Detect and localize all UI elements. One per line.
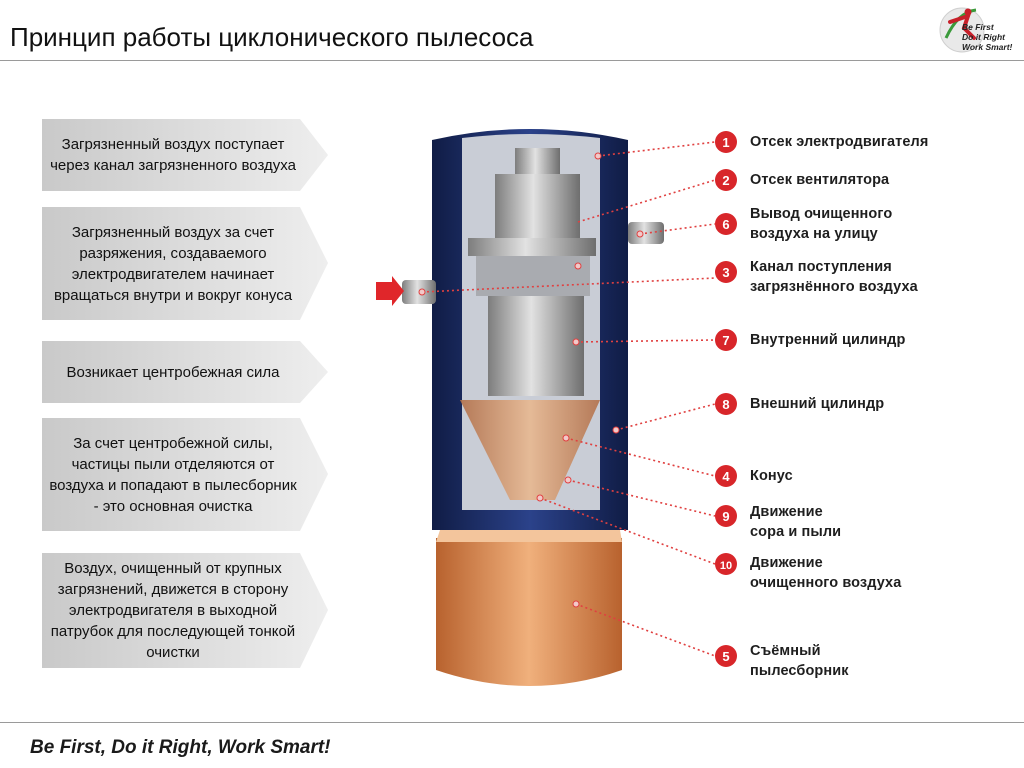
part-label-4: Конус [750,468,793,484]
step-text: Загрязненный воздух за счет разряжения, … [53,223,293,304]
company-logo [939,7,985,53]
leader-lines [421,141,716,657]
step-box-4: За счет центробежной силы, частицы пыли … [42,418,330,531]
cone [460,400,600,500]
step-text: Загрязненный воздух поступает через кана… [50,136,296,174]
step-box-3: Возникает центробежная сила [42,341,330,403]
badge-number: 1 [722,135,729,150]
badge-number: 4 [722,469,730,484]
step-arrow-shape [42,207,328,320]
leader-dots [418,152,644,608]
badge-number: 3 [722,265,729,280]
badge-number: 2 [722,173,729,188]
part-label-7: Внутренний цилиндр [750,332,906,348]
step-box-5: Воздух, очищенный от крупных загрязнений… [42,553,330,668]
logo-text: Be First Do it Right Work Smart! [962,22,1013,52]
badge-number: 9 [722,509,729,524]
fan-section [476,256,590,296]
step-arrow-shape [42,553,328,668]
part-label-1: Отсек электродвигателя [750,134,929,150]
inlet-arrow-icon [376,276,404,306]
footer-slogan: Be First, Do it Right, Work Smart! [30,737,331,758]
step-arrow-shape [42,119,328,191]
badge-number: 10 [720,560,732,572]
footer-divider [0,722,1024,723]
step-text: Возникает центробежная сила [66,363,280,381]
part-label-2: Отсек вентилятора [750,172,890,188]
badge-number: 6 [722,217,729,232]
step-text: Воздух, очищенный от крупных загрязнений… [50,560,296,661]
dust-bin [436,538,622,686]
page-title: Принцип работы циклонического пылесоса [10,22,534,52]
badge-numbers: 1 2 6 3 7 8 4 9 10 5 [720,135,732,664]
motor-housing [495,174,580,240]
number-badges [715,131,737,667]
header-divider [0,60,1024,61]
motor-top [515,148,560,174]
step-arrow-shape [42,418,328,531]
vacuum-cutaway-illustration: 1 2 6 3 7 8 4 9 10 5 [376,129,737,686]
step-box-1: Загрязненный воздух поступает через кана… [42,119,330,191]
badge-number: 8 [722,397,729,412]
part-label-8: Внешний цилиндр [750,396,885,412]
step-box-2: Загрязненный воздух за счет разряжения, … [42,207,330,320]
fan-plate [468,238,596,256]
inner-cylinder [488,296,584,396]
badge-number: 5 [722,649,729,664]
step-text: За счет центробежной силы, частицы пыли … [49,434,297,515]
badge-number: 7 [722,333,729,348]
step-arrow-shape [42,341,328,403]
